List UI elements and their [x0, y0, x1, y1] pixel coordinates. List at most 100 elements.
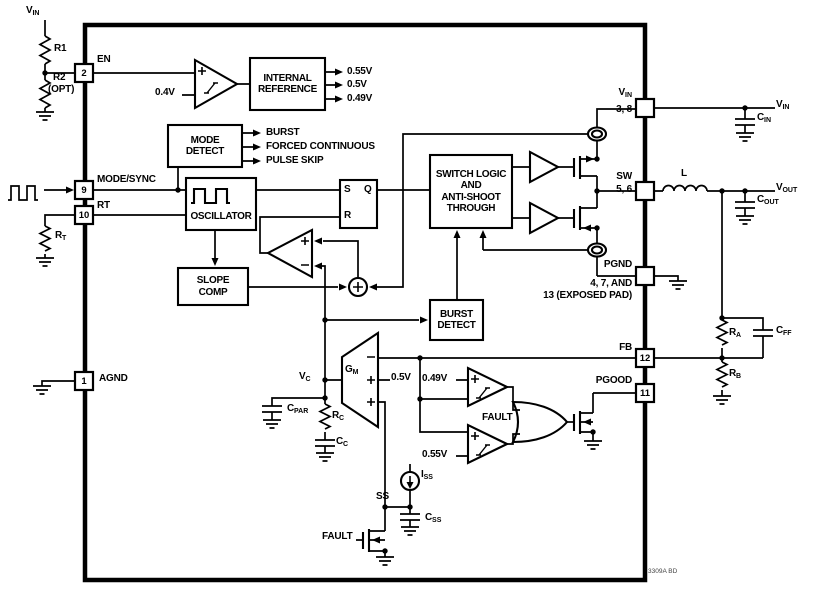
pin-number-agnd: 1: [81, 375, 87, 387]
r1-label: R1: [54, 43, 67, 54]
pin-box-vin: [634, 97, 656, 119]
pwm-comparator-icon: [265, 228, 314, 279]
fb-pin-label: FB: [619, 342, 632, 353]
sense-top-inner: [590, 129, 604, 139]
resistor-rc: [318, 403, 332, 430]
junction-dot: [382, 504, 388, 510]
en-pin-label: EN: [97, 54, 111, 65]
internal-reference-label: INTERNAL REFERENCE: [258, 72, 317, 96]
junction-dot: [719, 355, 725, 361]
or-gate-icon: [511, 400, 569, 444]
mode-out-burst: BURST: [266, 127, 300, 138]
ref-out-049: 0.49V: [347, 93, 373, 104]
ss-fet-wires: [356, 507, 386, 557]
cff-fb-wires: [654, 317, 764, 359]
inductor-label: L: [681, 168, 687, 179]
pin-box-en: [73, 62, 95, 84]
junction-dot: [382, 548, 388, 554]
pin-number-pgood: 11: [639, 387, 651, 399]
pin-number-fb: 12: [639, 352, 651, 364]
vin-sense-wires: [596, 108, 636, 159]
modesync-pin-label: MODE/SYNC: [97, 174, 156, 185]
glyphs: [198, 67, 490, 456]
sense-top-icon: [586, 126, 608, 142]
chip-boundary: [82, 22, 648, 583]
rb-label: RB: [729, 368, 742, 380]
mode-detect-label: MODE DETECT: [185, 134, 225, 158]
cc-label: CC: [336, 436, 349, 448]
junction-dot: [742, 188, 748, 194]
junction-dot: [322, 317, 328, 323]
cout-label: COUT: [757, 194, 779, 206]
arrowhead-icon: [335, 81, 343, 89]
fault-fet-label: FAULT: [322, 531, 353, 542]
ground-icon: [316, 452, 334, 462]
sense-bottom-inner: [590, 245, 604, 255]
arrowhead-icon: [314, 262, 322, 270]
arrowhead-icon: [372, 536, 380, 544]
ground-icon: [36, 111, 54, 121]
cap-cout: [735, 201, 755, 209]
arrowhead-icon: [253, 129, 261, 137]
ground-icon: [36, 257, 54, 267]
fb-branch-wires: [419, 358, 468, 433]
sense-bottom-wire: [482, 238, 588, 251]
sense-to-sum-wire: [376, 133, 588, 288]
gm-ref-label: 0.5V: [391, 372, 411, 383]
pmos-gate-bars: [572, 156, 582, 179]
arrowhead-icon: [335, 95, 343, 103]
latch-r-label: R: [344, 210, 352, 221]
resistor-r2: [38, 79, 52, 109]
wires: [8, 20, 775, 557]
pgnd-exposed-pad-label: 13 (EXPOSED PAD): [543, 290, 632, 301]
sw-wires: [596, 190, 636, 208]
mode-out-forced-continuous: FORCED CONTINUOUS: [266, 141, 375, 152]
ref-out-05: 0.5V: [347, 79, 367, 90]
gm-input-wires: [378, 379, 390, 507]
pin-box-rt: [73, 204, 95, 226]
cin-label: CIN: [757, 112, 772, 124]
pgnd-pin-label: PGND: [603, 259, 632, 270]
junction-dot: [594, 156, 600, 162]
junction-dot: [322, 395, 328, 401]
hysteresis-icon-uv: [476, 387, 490, 399]
arrowhead-icon: [453, 230, 461, 238]
pgnd-ext-wire: [654, 275, 679, 281]
arrowhead-icon: [583, 418, 591, 426]
ss-wires: [385, 464, 411, 527]
ref-out-055: 0.55V: [347, 66, 373, 77]
sr-latch-box: [338, 178, 379, 230]
arrowhead-icon: [339, 283, 347, 291]
arrowhead-icon: [479, 230, 487, 238]
pgood-fet-bars: [572, 411, 582, 434]
fault-net-label: FAULT: [482, 412, 513, 423]
ra-label: RA: [729, 327, 742, 339]
switch-logic-label: SWITCH LOGIC AND ANTI-SHOOT THROUGH: [435, 168, 507, 215]
arrowhead-icon: [369, 283, 377, 291]
en-comp-wires: [93, 72, 250, 96]
resistor-rb: [715, 361, 729, 388]
switch-logic-box: [428, 153, 514, 230]
diagram-code-label: 3309A BD: [648, 568, 678, 575]
mode-output-wires: [242, 132, 254, 162]
vin-pin-numbers: 3, 8: [616, 104, 632, 115]
mode-detect-box: [166, 123, 244, 169]
agnd-wire: [41, 380, 75, 386]
resistor-r1: [38, 35, 52, 65]
ground-icon: [713, 395, 731, 405]
cap-css: [400, 513, 420, 521]
internal-reference-box: [248, 56, 327, 112]
arrowhead-icon: [253, 143, 261, 151]
resistor-ra: [715, 319, 729, 346]
r2-opt-label: (OPT): [48, 84, 75, 95]
junction-dot: [417, 355, 423, 361]
r2-label: R2: [53, 72, 66, 83]
burst-detect-box: [428, 298, 485, 342]
latch-q-label: Q: [364, 184, 372, 195]
modesync-rt-wires: [93, 189, 186, 216]
gate-driver-icons: [528, 150, 561, 235]
resistor-rt: [38, 225, 52, 252]
junction-dot: [719, 315, 725, 321]
